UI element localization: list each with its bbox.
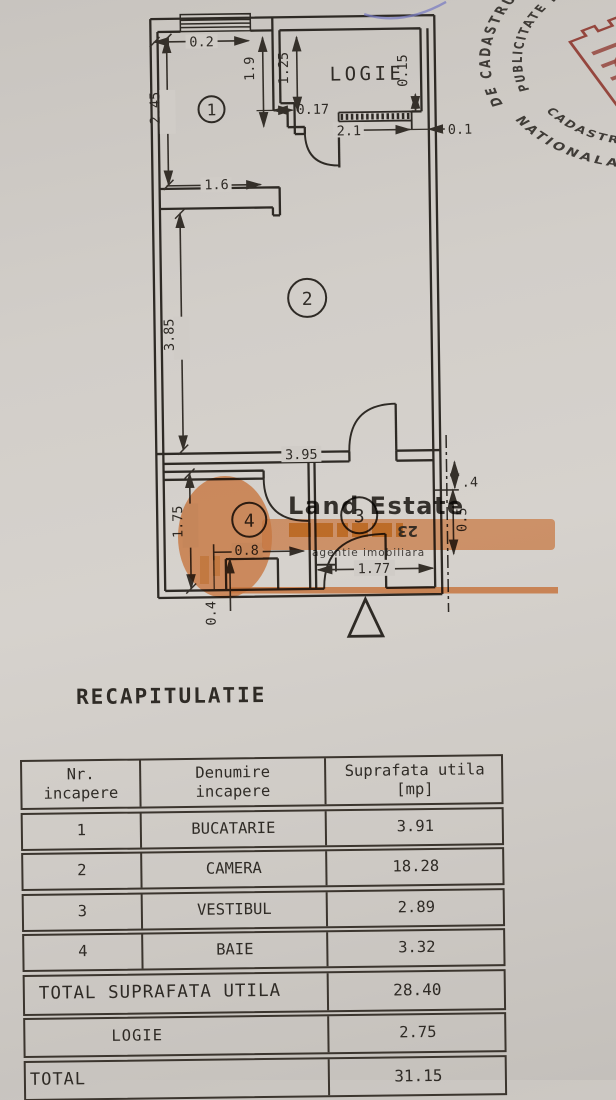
cadastre-stamp: DE CADASTRU SI PUBLICITATE NATIONALA PUB… <box>430 0 616 230</box>
watermark-tagline: agentie imobiliara <box>312 547 425 559</box>
header-denumire: Denumire incapere <box>139 758 325 806</box>
recap-table: Nr. incapere Denumire incapere Suprafata… <box>20 754 507 1100</box>
table-row: 4 BAIE 3.32 <box>22 928 505 972</box>
header-suprafata-line2: [mp] <box>396 780 434 798</box>
row-area: 18.28 <box>325 849 504 885</box>
total-row-value: 31.15 <box>328 1057 507 1095</box>
logie-row-value: 2.75 <box>327 1014 506 1052</box>
table-row: 3 VESTIBUL 2.89 <box>22 888 505 932</box>
header-denumire-line1: Denumire <box>195 763 270 782</box>
watermark-mark: 23 <box>397 522 418 540</box>
total-utila-row: TOTAL SUPRAFATA UTILA 28.40 <box>23 969 506 1016</box>
logie-row-label: LOGIE <box>25 1016 327 1056</box>
watermark-underline <box>230 587 558 594</box>
row-nr: 1 <box>23 813 140 848</box>
total-row: TOTAL 31.15 <box>24 1055 507 1100</box>
total-row-label: TOTAL <box>26 1059 328 1099</box>
watermark-script-blocks <box>289 523 403 537</box>
row-name: CAMERA <box>140 851 325 887</box>
watermark-brand: Land Estate <box>288 492 465 520</box>
row-nr: 3 <box>24 894 141 929</box>
row-name: BAIE <box>141 932 326 968</box>
row-nr: 2 <box>23 854 140 889</box>
header-nr-line1: Nr. <box>67 765 95 783</box>
row-area: 3.91 <box>325 809 504 845</box>
header-nr-line2: incapere <box>43 784 118 803</box>
table-row: 1 BUCATARIE 3.91 <box>21 807 504 851</box>
stamp-coat-of-arms <box>566 10 616 109</box>
header-suprafata: Suprafata utila [mp] <box>324 756 504 804</box>
total-utila-value: 28.40 <box>327 971 506 1010</box>
table-row: 2 CAMERA 18.28 <box>21 847 504 891</box>
table-header-row: Nr. incapere Denumire incapere Suprafata… <box>20 754 504 810</box>
header-suprafata-line1: Suprafata utila <box>345 760 485 780</box>
row-name: BUCATARIE <box>140 811 325 847</box>
row-nr: 4 <box>24 935 141 970</box>
row-area: 2.89 <box>326 890 505 926</box>
svg-text:NATIONALA: NATIONALA <box>510 95 616 192</box>
stamp-text-outer-bottom: NATIONALA <box>510 95 616 192</box>
row-area: 3.32 <box>326 930 505 966</box>
logie-row: LOGIE 2.75 <box>23 1012 506 1058</box>
row-name: VESTIBUL <box>141 892 326 928</box>
total-utila-label: TOTAL SUPRAFATA UTILA <box>25 973 327 1014</box>
recap-heading: RECAPITULATIE <box>76 683 267 709</box>
header-nr: Nr. incapere <box>22 761 140 808</box>
header-denumire-line2: incapere <box>195 782 270 801</box>
